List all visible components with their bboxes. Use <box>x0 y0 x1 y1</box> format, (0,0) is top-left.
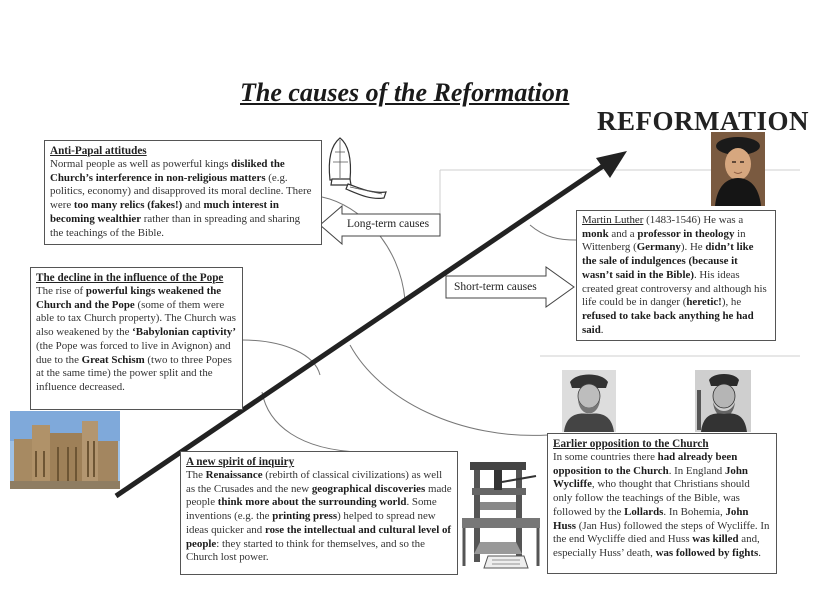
luther-name: Martin Luther <box>582 214 644 226</box>
decline-text: The rise of <box>36 285 86 297</box>
earlier-heading: Earlier opposition to the Church <box>553 438 709 450</box>
short-term-arrow <box>445 266 575 308</box>
earlier-text: . In Bohemia, <box>663 505 726 518</box>
luther-text: . <box>600 323 604 336</box>
huss-portrait-image <box>695 370 751 432</box>
earlier-bold: Lollards <box>624 505 664 518</box>
new-spirit-text: : they started to think for themselves, … <box>186 537 425 564</box>
decline-text: (some of them were able to tax Church pr… <box>36 298 237 339</box>
new-spirit-text: The <box>186 469 206 481</box>
avignon-palace-icon <box>10 411 120 489</box>
anti-papal-bold: disliked the Church’s interference in no… <box>50 158 285 184</box>
anti-papal-bold: too many relics (fakes!) <box>73 199 183 212</box>
earlier-text: . In England <box>668 464 725 477</box>
luther-bold: professor in theology <box>637 227 735 240</box>
decline-text: (two to three Popes at the same time) th… <box>36 353 232 393</box>
anti-papal-box: Anti-Papal attitudes Normal people as we… <box>44 140 322 245</box>
anti-papal-heading: Anti-Papal attitudes <box>50 145 147 157</box>
luther-text: and a <box>608 227 638 240</box>
anti-papal-text: Normal people as well as powerful kings <box>50 158 232 170</box>
luther-bold: didn’t like the sale of indulgences (bec… <box>582 241 754 281</box>
new-spirit-bold: rose the intellectual and cultural level… <box>186 523 452 550</box>
new-spirit-text: (rebirth of classical civilizations) as … <box>186 469 443 495</box>
new-spirit-heading: A new spirit of inquiry <box>186 456 295 468</box>
main-arrow-head <box>596 151 627 178</box>
luther-bold: heretic! <box>686 296 722 309</box>
huss-portrait-icon <box>695 370 751 432</box>
earlier-bold: John Wycliffe <box>553 464 748 491</box>
decline-box: The decline in the influence of the Pope… <box>30 267 243 410</box>
luther-text: ). He <box>680 241 706 254</box>
luther-bold: monk <box>582 227 609 240</box>
reformation-heading: REFORMATION <box>597 106 809 136</box>
earlier-bold: was followed by fights <box>655 546 759 559</box>
decline-bold: powerful kings weakened the Church and t… <box>36 285 222 311</box>
earlier-text: , who thought that Christians should onl… <box>553 478 750 518</box>
luther-box: Martin Luther (1483-1546) He was a monk … <box>576 210 776 341</box>
decline-bold: ‘Babylonian captivity’ <box>132 326 236 339</box>
luther-text: He was a <box>703 214 744 226</box>
long-term-arrow <box>319 204 441 246</box>
printing-press-icon <box>458 458 544 574</box>
decline-heading: The decline in the influence of the Pope <box>36 272 224 284</box>
connector-decline <box>241 339 321 376</box>
luther-dates: (1483-1546) <box>643 214 701 226</box>
new-spirit-bold: printing press <box>272 510 338 523</box>
anti-papal-bold: much interest in becoming wealthier <box>50 199 279 225</box>
new-spirit-bold: geographical discoveries <box>311 482 426 495</box>
connector-new-spirit <box>261 391 361 453</box>
earlier-bold: had already been opposition to the Churc… <box>553 451 738 477</box>
anti-papal-text: and <box>182 199 204 212</box>
anti-papal-text: (e.g. politics, economy) and disapproved… <box>50 171 312 212</box>
new-spirit-box: A new spirit of inquiry The Renaissance … <box>180 451 458 575</box>
page-title: The causes of the Reformation <box>240 78 570 107</box>
luther-text: . His ideas created great controversy an… <box>582 268 767 309</box>
luther-portrait-image <box>711 132 765 206</box>
decline-bold: Great Schism <box>81 353 145 366</box>
main-arrow-shaft <box>114 161 608 499</box>
earlier-text: In some countries there <box>553 451 658 463</box>
earlier-text: . <box>758 546 761 559</box>
new-spirit-bold: think more about the surrounding world <box>217 496 407 509</box>
luther-bold: refused to take back anything he had sai… <box>582 309 754 336</box>
papal-mitre-icon <box>328 137 387 199</box>
anti-papal-text: rather than in spreading and sharing the… <box>50 212 301 239</box>
luther-bold: Germany <box>636 241 681 254</box>
new-spirit-bold: Renaissance <box>205 469 263 481</box>
avignon-palace-image <box>10 411 120 489</box>
earlier-bold: was killed <box>692 533 739 546</box>
wycliffe-portrait-image <box>562 370 616 432</box>
new-spirit-text: . Some inventions (e.g. the <box>186 496 437 523</box>
short-term-label: Short-term causes <box>454 281 537 293</box>
long-term-label: Long-term causes <box>347 218 430 230</box>
connector-luther <box>529 224 577 241</box>
earlier-text: (Jan Hus) followed the steps of Wycliffe… <box>553 519 770 546</box>
new-spirit-text: made people <box>186 482 452 509</box>
luther-portrait-icon <box>711 132 765 206</box>
wycliffe-portrait-icon <box>562 370 616 432</box>
luther-text: ), he <box>721 296 742 309</box>
earlier-text: and, especially Huss’ death, <box>553 533 760 559</box>
connector-earlier <box>349 344 549 436</box>
earlier-bold: John Huss <box>553 505 749 532</box>
new-spirit-text: ) helped to spread new ideas quicker and <box>186 510 436 536</box>
earlier-opposition-box: Earlier opposition to the Church In some… <box>547 433 777 574</box>
luther-text: in Wittenberg ( <box>582 227 746 254</box>
printing-press-image <box>458 458 544 574</box>
decline-text: (the Pope was forced to live in Avignon)… <box>36 339 231 366</box>
